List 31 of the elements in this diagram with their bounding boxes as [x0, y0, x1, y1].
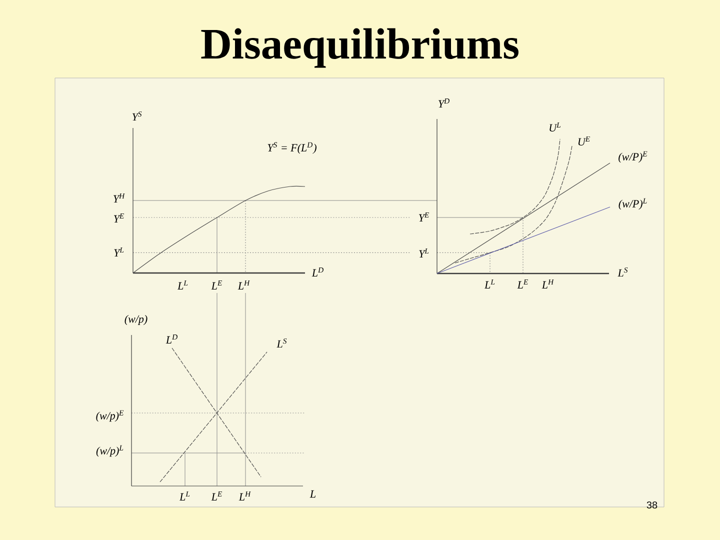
tick-label: L$^{E}$: [517, 280, 528, 288]
axis-label: Y$^{S}$: [132, 111, 142, 121]
equation-label: Y$^{S}$ = F(L$^{D}$): [268, 142, 316, 154]
page-number: 38: [646, 501, 658, 509]
tick-label: (w/p)$^{E}$: [96, 410, 124, 422]
tick-label: L$^{L}$: [177, 280, 188, 290]
curve-label: U$^{E}$: [578, 136, 590, 146]
axis-label: (w/p): [124, 315, 148, 325]
axis-label: Y$^{D}$: [438, 98, 450, 108]
tick-label: L$^{E}$: [211, 280, 222, 290]
tick-label: Y$^{E}$: [418, 212, 430, 222]
axis-label: L: [310, 490, 316, 498]
tick-label: L$^{H}$: [238, 280, 250, 290]
line-label: (w/P)$^{L}$: [618, 198, 647, 210]
tick-label: Y$^{L}$: [419, 248, 429, 258]
tick-label: L$^{H}$: [542, 280, 554, 288]
tick-label: Y$^{L}$: [114, 248, 124, 256]
tick-label: L$^{H}$: [238, 492, 251, 500]
axis-label: L$^{D}$: [312, 268, 324, 276]
curve-label: U$^{L}$: [550, 122, 560, 132]
tick-label: L$^{L}$: [179, 492, 190, 500]
tick-label: (w/p)$^{L}$: [96, 445, 124, 457]
tick-label: Y$^{H}$: [114, 194, 125, 202]
axis-label: L$^{S}$: [618, 267, 628, 277]
tick-label: L$^{E}$: [211, 492, 222, 500]
line-label: L$^{S}$: [276, 338, 287, 348]
line-label: (w/P)$^{E}$: [618, 151, 648, 163]
line-label: L$^{D}$: [166, 334, 178, 344]
tick-label: Y$^{E}$: [114, 214, 124, 222]
title: Disaequilibriums: [201, 28, 518, 68]
tick-label: L$^{L}$: [484, 280, 495, 288]
